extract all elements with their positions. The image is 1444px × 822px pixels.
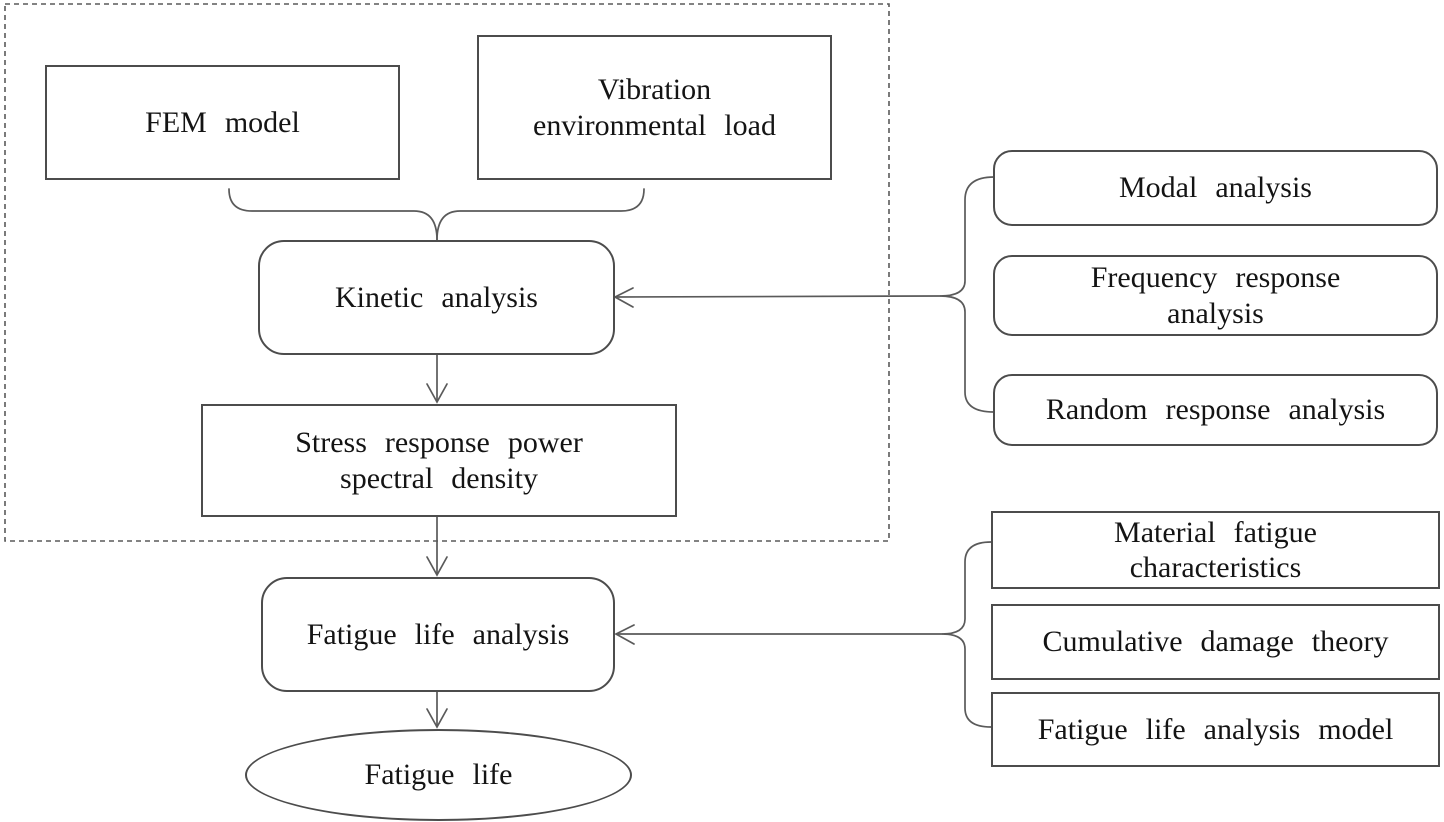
- node-label: Fatigue life analysis model: [1037, 712, 1394, 746]
- node-label: FEM model: [145, 105, 300, 139]
- node-label: Material fatigue: [1114, 516, 1317, 549]
- node-frequency-response-analysis: Frequency response analysis: [993, 255, 1438, 336]
- node-label: Modal analysis: [1119, 171, 1312, 204]
- node-label: characteristics: [1129, 551, 1302, 584]
- node-label: Stress response power: [295, 425, 583, 459]
- node-label: Fatigue life analysis: [306, 617, 570, 651]
- node-fatigue-life-analysis-model: Fatigue life analysis model: [991, 692, 1440, 767]
- node-random-response-analysis: Random response analysis: [993, 374, 1438, 446]
- node-label: Cumulative damage theory: [1042, 625, 1389, 658]
- node-fatigue-life: Fatigue life: [245, 729, 632, 821]
- arrow-stress-to-fatigue-analysis: [426, 516, 448, 577]
- node-material-fatigue-characteristics: Material fatigue characteristics: [991, 511, 1440, 589]
- arrow-fatigue-analysis-to-fatigue-life: [426, 691, 448, 729]
- node-fem-model: FEM model: [45, 65, 400, 180]
- arrow-kinetic-to-stress: [426, 354, 448, 404]
- node-label: Kinetic analysis: [335, 280, 538, 314]
- node-label: spectral density: [340, 461, 538, 495]
- node-stress-psd: Stress response power spectral density: [201, 404, 677, 517]
- node-fatigue-life-analysis: Fatigue life analysis: [261, 577, 615, 692]
- node-label: Fatigue life: [364, 758, 513, 791]
- arrow-methods-to-kinetic: [613, 287, 941, 308]
- node-label: Frequency response: [1090, 260, 1341, 294]
- arrow-inputs-to-fatigue-analysis: [614, 624, 943, 645]
- brace-inputs-to-kinetic: [228, 188, 645, 241]
- node-label: environmental load: [533, 108, 776, 142]
- brace-analysis-methods: [939, 176, 995, 413]
- node-label: analysis: [1167, 296, 1264, 330]
- node-vibration-load: Vibration environmental load: [477, 35, 832, 180]
- dashed-boundary-box: [4, 3, 890, 542]
- node-modal-analysis: Modal analysis: [993, 150, 1438, 226]
- node-label: Random response analysis: [1045, 393, 1386, 426]
- node-label: Vibration: [597, 72, 712, 106]
- node-cumulative-damage-theory: Cumulative damage theory: [991, 604, 1440, 680]
- brace-fatigue-inputs: [941, 541, 992, 728]
- node-kinetic-analysis: Kinetic analysis: [258, 240, 615, 355]
